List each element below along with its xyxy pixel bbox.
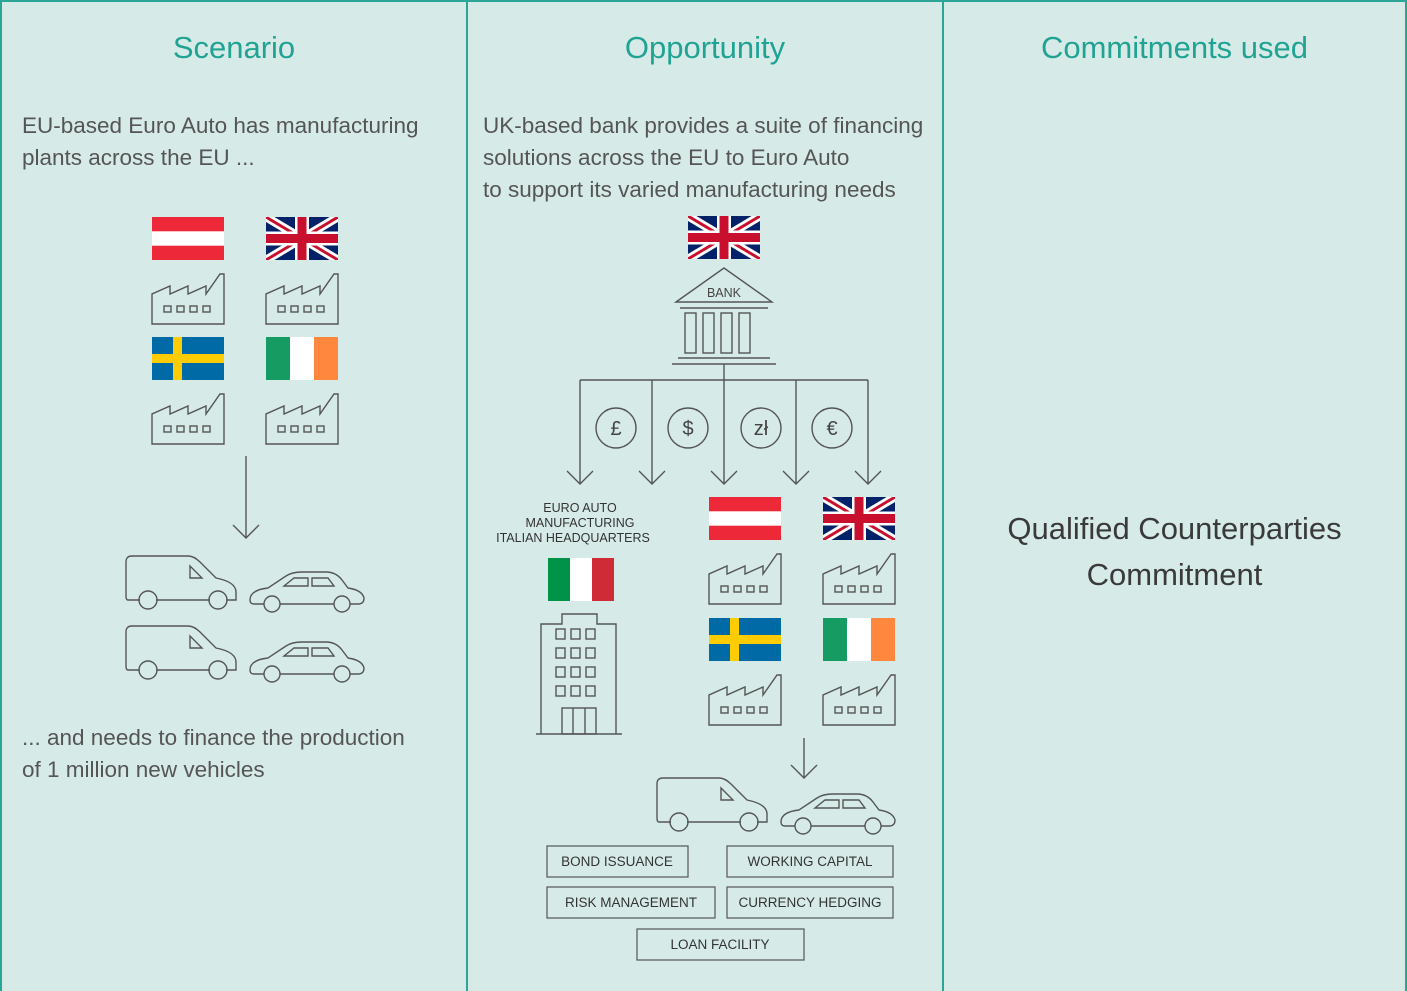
car-icon <box>780 793 896 835</box>
opportunity-intro-line: to support its varied manufacturing need… <box>483 177 896 202</box>
van-icon <box>656 777 768 832</box>
scenario-outro: ... and needs to finance the production … <box>22 722 405 786</box>
currency-circle <box>667 407 709 449</box>
commitment-line: Qualified Counterparties <box>1007 511 1342 546</box>
sweden-flag <box>152 337 224 380</box>
factory-icon <box>822 553 896 605</box>
scenario-intro: EU-based Euro Auto has manufacturing pla… <box>22 110 419 174</box>
service-box <box>726 845 894 878</box>
opportunity-title: Opportunity <box>624 30 786 65</box>
down-arrow-icon <box>232 456 260 539</box>
commitments-title: Commitments used <box>1040 30 1309 65</box>
bank-icon <box>672 267 776 365</box>
commitment-line: Commitment <box>1086 557 1263 592</box>
factory-icon <box>708 674 782 726</box>
car-icon <box>249 641 365 683</box>
column-divider <box>942 0 944 991</box>
service-loan-facility: LOAN FACILITY <box>670 937 769 952</box>
distribution-arrows <box>579 364 869 484</box>
hq-label-line: EURO AUTO <box>543 501 617 515</box>
column-divider <box>466 0 468 991</box>
ireland-flag <box>266 337 338 380</box>
car-icon <box>249 571 365 613</box>
service-bond-issuance: BOND ISSUANCE <box>561 854 673 869</box>
scenario-outro-line: of 1 million new vehicles <box>22 757 265 782</box>
euro-icon: € <box>826 418 837 440</box>
uk-flag <box>266 217 338 260</box>
scenario-intro-line: EU-based Euro Auto has manufacturing <box>22 113 419 138</box>
hq-label-line: ITALIAN HEADQUARTERS <box>496 531 650 545</box>
opportunity-intro-line: solutions across the EU to Euro Auto <box>483 145 850 170</box>
factory-icon <box>708 553 782 605</box>
italy-flag <box>548 558 614 601</box>
currency-circle <box>811 407 853 449</box>
factory-icon <box>265 393 339 445</box>
headquarters-building-icon <box>536 613 622 735</box>
service-box <box>546 886 716 919</box>
zloty-icon: zł <box>754 418 769 440</box>
opportunity-intro: UK-based bank provides a suite of financ… <box>483 110 923 206</box>
factory-icon <box>265 273 339 325</box>
service-box <box>636 928 805 961</box>
factory-icon <box>151 273 225 325</box>
factory-icon <box>822 674 896 726</box>
uk-flag <box>688 216 760 259</box>
service-working-capital: WORKING CAPITAL <box>747 854 873 869</box>
currency-circle <box>595 407 637 449</box>
opportunity-intro-line: UK-based bank provides a suite of financ… <box>483 113 924 138</box>
austria-flag <box>709 497 781 540</box>
scenario-intro-line: plants across the EU ... <box>22 145 255 170</box>
van-icon <box>125 555 237 610</box>
down-arrow-icon <box>790 738 818 779</box>
currency-circle <box>740 407 782 449</box>
service-currency-hedging: CURRENCY HEDGING <box>738 895 881 910</box>
van-icon <box>125 625 237 680</box>
service-box <box>726 886 894 919</box>
austria-flag <box>152 217 224 260</box>
service-risk-management: RISK MANAGEMENT <box>565 895 697 910</box>
ireland-flag <box>823 618 895 661</box>
service-box <box>546 845 689 878</box>
commitment-name: Qualified Counterparties Commitment <box>944 506 1405 598</box>
pound-icon: £ <box>610 418 621 440</box>
scenario-outro-line: ... and needs to finance the production <box>22 725 405 750</box>
uk-flag <box>823 497 895 540</box>
sweden-flag <box>709 618 781 661</box>
scenario-title: Scenario <box>172 30 296 65</box>
hq-label-line: MANUFACTURING <box>525 516 634 530</box>
factory-icon <box>151 393 225 445</box>
dollar-icon: $ <box>682 418 693 440</box>
bank-label: BANK <box>707 286 742 300</box>
